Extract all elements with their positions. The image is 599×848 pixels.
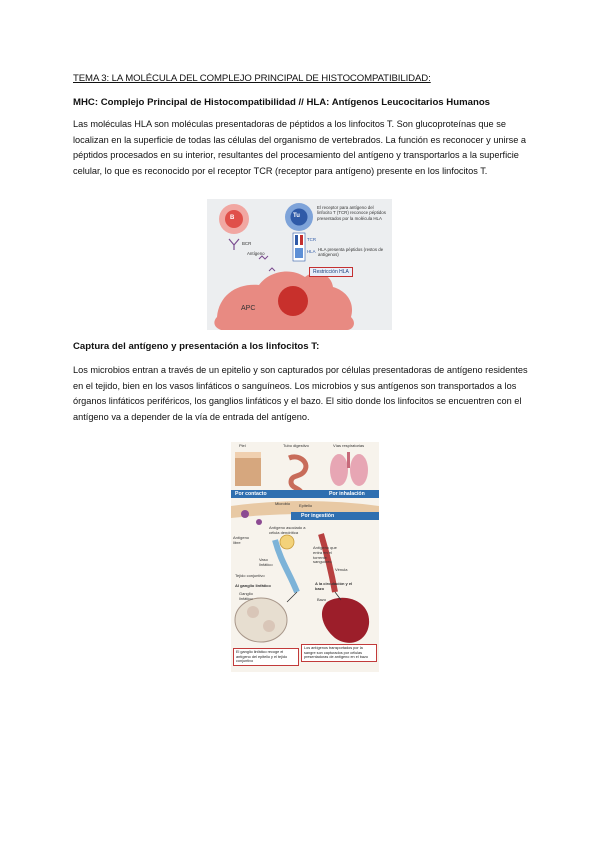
to-circulation-label: A la circulación y el bazo (315, 581, 353, 591)
route-band-upper (231, 490, 379, 498)
contact-route-label: Por contacto (235, 491, 267, 497)
b-cell-nucleus (225, 210, 243, 228)
tcr-label: TCR (307, 237, 317, 242)
skin-label: Piel (239, 443, 246, 448)
tcr-chain-icon (300, 235, 303, 245)
apc-nucleus (278, 286, 308, 316)
section-subtitle: MHC: Complejo Principal de Histocompatib… (73, 97, 491, 108)
figure-antigen-capture: Piel Tubo digestivo Vías respiratorias P… (231, 442, 379, 672)
hla-note: HLA presenta péptidos (restos de antígen… (318, 247, 384, 258)
arrow-to-spleen (334, 591, 342, 601)
blood-antigen-label: Antígeno que entra en el torrente sanguí… (313, 545, 337, 565)
microbe-label: Microbio (275, 501, 291, 506)
bcr-receptor-icon (228, 238, 240, 250)
t-cell-label: Tu (293, 213, 300, 219)
to-lymph-node-label: Al ganglio linfático (235, 583, 271, 588)
hla-molecule-icon (295, 248, 303, 258)
lymph-follicle-icon (247, 606, 259, 618)
hla-label: HLA (307, 249, 316, 254)
tcr-chain-icon (295, 235, 298, 245)
lymph-vessel-label: Vaso linfático (259, 557, 273, 567)
spleen-icon (321, 597, 370, 643)
page-title: TEMA 3: LA MOLÉCULA DEL COMPLEJO PRINCIP… (73, 73, 431, 84)
paragraph-capture: Los microbios entran a través de un epit… (73, 365, 528, 422)
trachea-icon (347, 452, 350, 468)
skin-surface-icon (235, 452, 261, 458)
paragraph-hla: Las moléculas HLA son moléculas presenta… (73, 119, 527, 176)
apc-label: APC (241, 305, 256, 312)
hla-restriction-box: Restricción HLA (309, 267, 353, 277)
figure-hla-presentation: B Tu BCR Antígeno El receptor para antíg… (207, 199, 392, 330)
cell-antigen-label: Antígeno asociado a célula dendrítica (269, 525, 306, 535)
lymph-node-label: Ganglio linfático (239, 591, 253, 601)
dendritic-cell-icon (279, 534, 295, 550)
antigen-label: Antígeno (247, 251, 265, 256)
airway-label: Vías respiratorias (333, 443, 365, 448)
route-band-lower (291, 512, 379, 520)
ingestion-route-label: Por ingestión (301, 513, 335, 519)
antigen-icon (258, 255, 269, 260)
microbe-icon (241, 510, 249, 518)
free-antigen-label: Antígeno libre (233, 535, 250, 545)
spleen-label: Bazo (317, 597, 327, 602)
section-heading-capture: Captura del antígeno y presentación a lo… (73, 341, 320, 352)
figure-capture-drawing (231, 452, 379, 643)
lymph-vessel-icon (272, 539, 300, 594)
arrow-to-node (286, 591, 298, 603)
spleen-caption: Los antígenos transportados por la sangr… (301, 644, 377, 662)
lymph-follicle-icon (263, 620, 275, 632)
antigen-icon (268, 267, 276, 272)
venule-label: Vénula (335, 567, 348, 572)
blood-vessel-icon (318, 533, 338, 593)
inhalation-route-label: Por inhalación (329, 491, 365, 497)
lung-left-icon (330, 454, 348, 486)
t-cell-nucleus (290, 208, 308, 226)
microbe-icon (256, 519, 262, 525)
bcr-label: BCR (242, 241, 252, 246)
tcr-note: El receptor para antígeno del linfocito … (317, 205, 386, 221)
epithelium-label: Epitelio (299, 503, 313, 508)
lymph-node-icon (234, 597, 288, 643)
gut-icon (288, 454, 309, 494)
gut-label: Tubo digestivo (283, 443, 309, 448)
b-cell-label: B (230, 215, 235, 221)
connective-tissue-label: Tejido conjuntivo (235, 573, 265, 578)
figure-hla-drawing (214, 203, 354, 330)
lung-right-icon (350, 454, 368, 486)
lymph-node-caption: El ganglio linfático recoge el antígeno … (233, 648, 299, 666)
